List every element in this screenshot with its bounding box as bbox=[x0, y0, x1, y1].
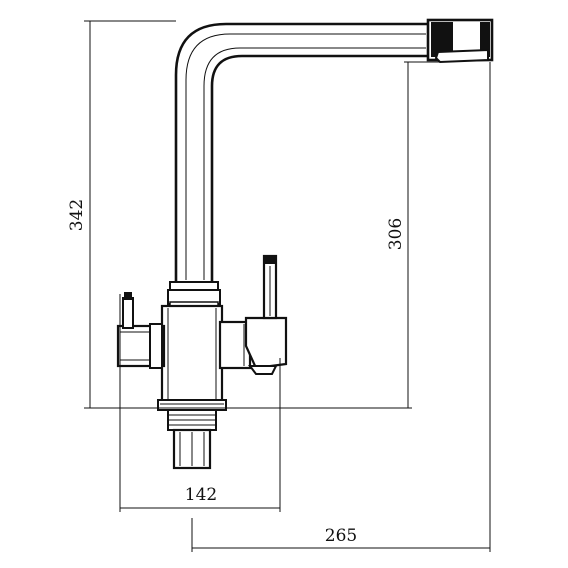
dim-label-142: 142 bbox=[185, 485, 217, 505]
faucet-body bbox=[116, 18, 494, 470]
mounting-shank bbox=[167, 409, 217, 470]
dim-label-342: 342 bbox=[67, 199, 87, 231]
main-body bbox=[157, 304, 227, 411]
right-mixer-lever bbox=[218, 254, 288, 375]
left-filter-handle bbox=[116, 292, 166, 369]
spout-aerator bbox=[426, 18, 494, 64]
dim-label-265: 265 bbox=[325, 526, 357, 546]
dim-label-306: 306 bbox=[386, 218, 406, 250]
spout-collar bbox=[167, 281, 221, 309]
dimension-lines bbox=[84, 20, 491, 552]
spout bbox=[174, 22, 428, 282]
